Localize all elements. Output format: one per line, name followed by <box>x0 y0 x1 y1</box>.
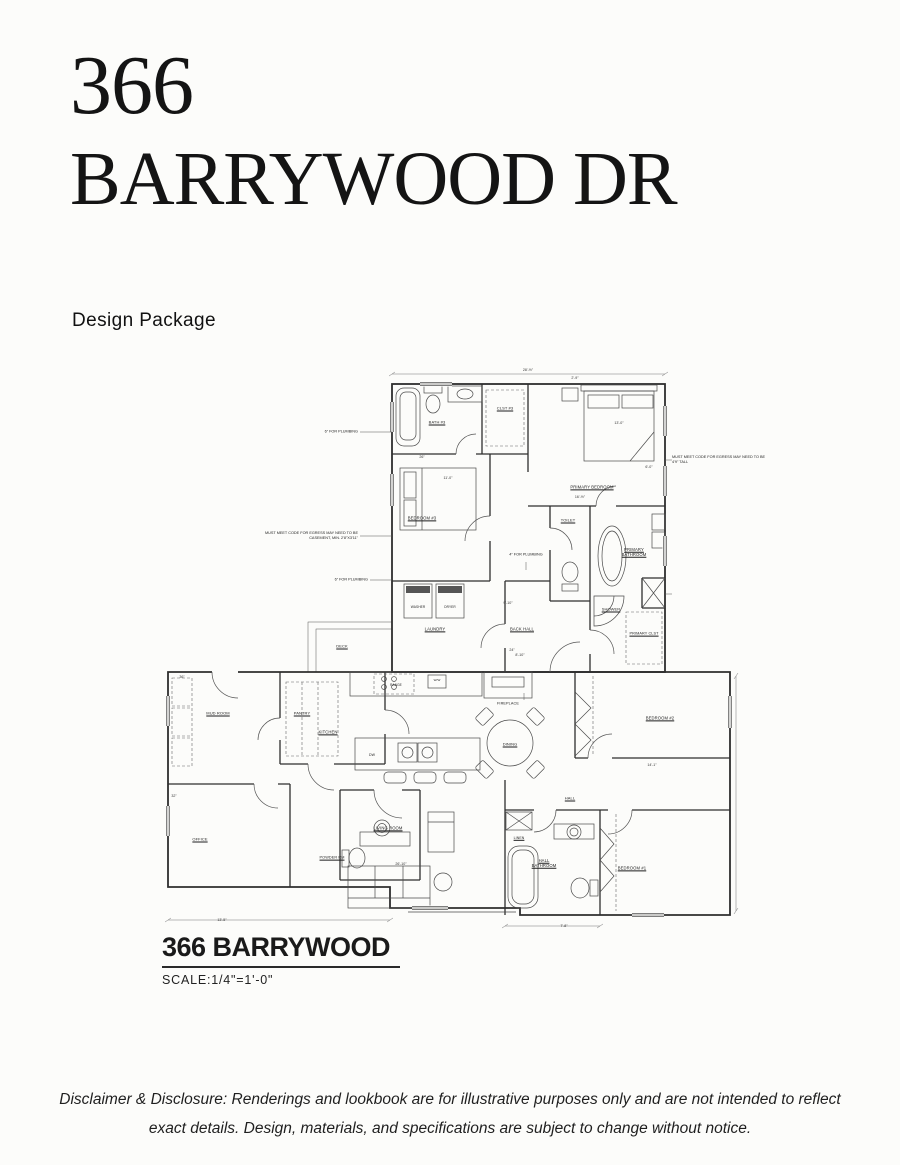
toilet-label: TOILET <box>560 517 576 523</box>
fp-dim-3-dimension: 6'-0" <box>645 465 653 469</box>
hall-bathroom-label: HALL BATHROOM <box>531 857 557 868</box>
windows <box>165 381 733 918</box>
clst-3-label: CLST #3 <box>496 405 514 411</box>
fp-dim-12-dimension: 36" <box>179 675 185 679</box>
fp-dim-4-dimension: 16'-½" <box>574 495 586 499</box>
bedroom-1-label: BEDROOM #1 <box>617 865 647 871</box>
exterior-walls <box>167 383 731 916</box>
dryer-label: DRYER <box>444 605 456 609</box>
fp-dim-5-dimension: 11'-0" <box>443 476 453 480</box>
primary-bathroom-label: PRIMARY BATHROOM <box>621 546 647 557</box>
plumbing-note-left: 6" FOR PLUMBING <box>334 577 368 582</box>
dimension-lines <box>164 371 739 929</box>
page-title: 366 BARRYWOOD DR <box>70 36 678 225</box>
fp-dim-15-dimension: 32" <box>171 794 177 798</box>
deck-label: DECK <box>336 643 348 649</box>
laundry-label: LAUNDRY <box>424 626 446 632</box>
kitchen-label: KITCHEN <box>318 729 338 735</box>
page-subtitle: Design Package <box>72 310 216 331</box>
fp-dim-11-dimension: 7'-8" <box>560 924 568 928</box>
plumbing-note-top: 6" FOR PLUMBING <box>324 429 358 434</box>
bath-3-label: BATH #3 <box>428 419 446 425</box>
fireplace-label: FIREPLACE <box>497 701 519 706</box>
fp-dim-1-dimension: 2'-9" <box>571 376 579 380</box>
primary-clst-label: PRIMARY CLST <box>629 631 659 636</box>
washer-label: WASHER <box>410 605 426 609</box>
dining-label: DINING <box>502 741 518 747</box>
fixtures <box>341 384 666 913</box>
note-leader-lines <box>360 431 672 700</box>
fp-dim-9-dimension: 26'-10" <box>395 862 407 866</box>
fp-dim-7-dimension: 8'-10" <box>515 653 525 657</box>
interior-walls <box>168 384 730 915</box>
pantry-label: PANTRY <box>293 710 311 716</box>
dw-label: DW <box>368 752 376 757</box>
closet-dashed-lines <box>171 389 663 911</box>
bedroom-2-label: BEDROOM #2 <box>645 715 675 721</box>
office-label: OFFICE <box>192 836 208 842</box>
fp-dim-6-dimension: 9'-10" <box>503 601 513 605</box>
fp-dim-8-dimension: 14'-1" <box>647 763 657 767</box>
mud-room-label: MUD ROOM <box>206 710 230 716</box>
back-hall-label: BACK HALL <box>510 626 534 632</box>
fp-dim-13-dimension: 24" <box>509 648 515 652</box>
ww-label: W/W <box>433 678 441 683</box>
plumbing-note-center: 4" FOR PLUMBING <box>509 552 543 557</box>
hall-label: HALL <box>564 795 576 801</box>
fp-dim-14-dimension: 26" <box>419 455 425 459</box>
fp-dim-0-dimension: 28'-½" <box>522 368 534 372</box>
plan-caption-scale: SCALE:1/4"=1'-0" <box>162 973 274 987</box>
linen-label: LINEN <box>513 835 525 840</box>
range-label: RANGE <box>390 683 402 687</box>
plan-caption-title: 366 BARRYWOOD <box>162 932 401 968</box>
deck-outline <box>307 621 393 673</box>
appliance-tops <box>406 586 462 593</box>
floorplan-drawing <box>164 371 739 929</box>
fp-dim-2-dimension: 13'-0" <box>614 421 624 425</box>
footer-disclaimer: Disclaimer & Disclosure: Renderings and … <box>59 1091 841 1137</box>
bedroom-3-label: BEDROOM #3 <box>407 515 437 521</box>
primary-bedroom-label: PRIMARY BEDROOM <box>570 484 614 490</box>
fp-dim-10-dimension: 13'-5" <box>217 918 227 922</box>
page-title-street: BARRYWOOD DR <box>70 137 678 222</box>
living-room-label: LIVING ROOM <box>373 825 403 831</box>
page-title-number: 366 <box>70 39 194 132</box>
egress-note-right: MUST MEET CODE FOR EGRESS MAY NEED TO BE… <box>672 455 766 464</box>
door-arcs <box>211 433 633 835</box>
egress-note-left: MUST MEET CODE FOR EGRESS MAY NEED TO BE… <box>264 531 358 540</box>
powder-rm-label: POWDER RM <box>319 855 345 860</box>
floorplan: BATH #3 CLST #3 PRIMARY BEDROOM BEDROOM #3 T… <box>160 366 765 938</box>
shower-label: SHOWER <box>601 606 621 612</box>
